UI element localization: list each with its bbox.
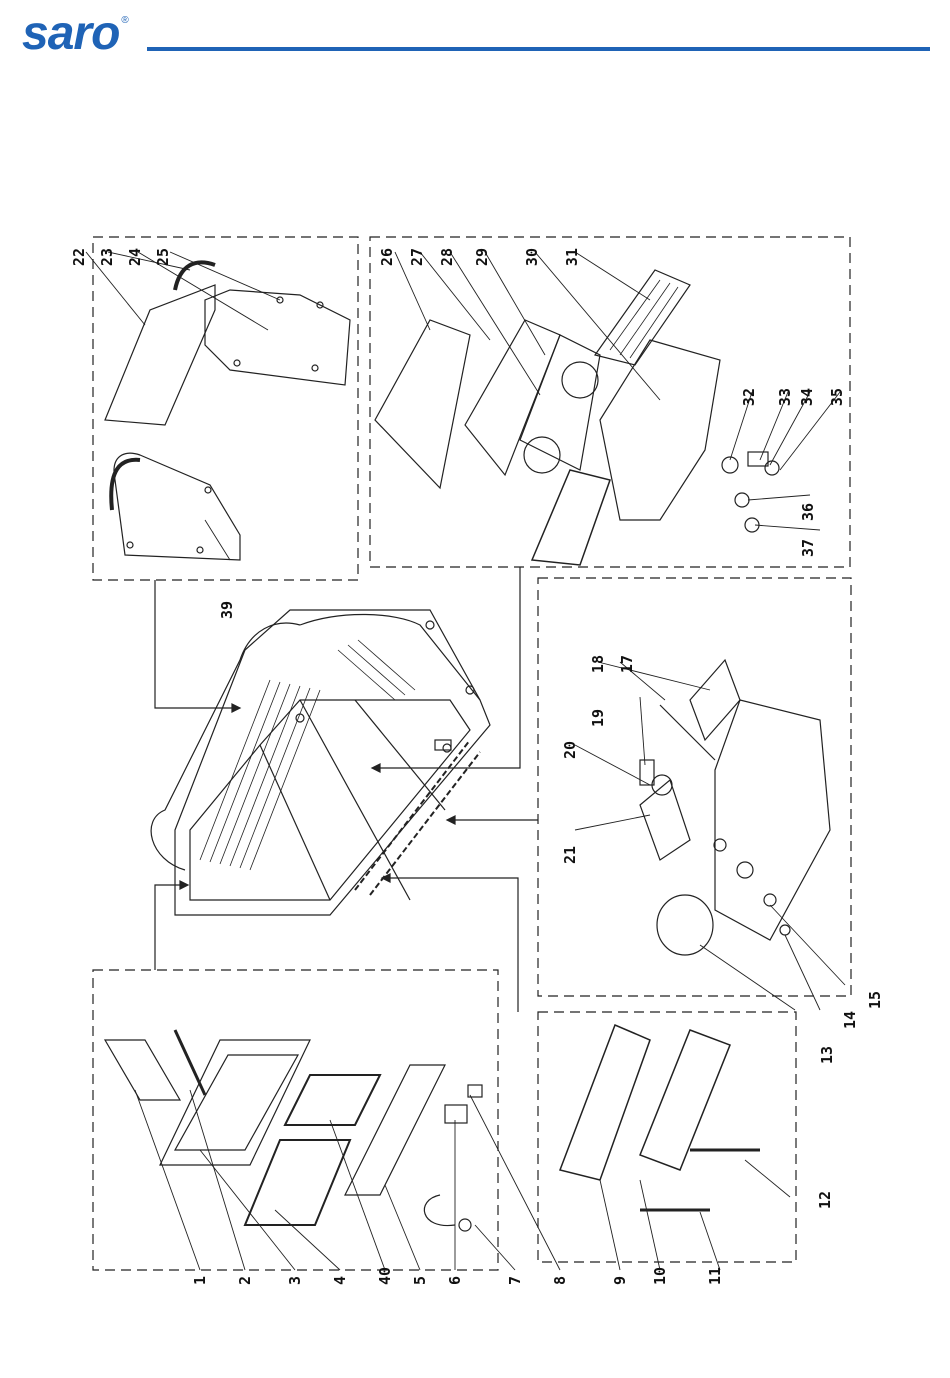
panel-part-28: [520, 335, 600, 470]
label-part-37: 37: [799, 539, 817, 557]
condenser-part-17: [690, 660, 740, 740]
switch-part-6: [445, 1105, 467, 1123]
label-part-31: 31: [563, 248, 581, 266]
label-part-13: 13: [818, 1046, 836, 1064]
side-panel-part-24: [205, 290, 350, 385]
label-part-30: 30: [523, 248, 541, 266]
label-part-33: 33: [776, 388, 794, 406]
label-part-19: 19: [589, 709, 607, 727]
rail-part-1: [105, 1040, 180, 1100]
power-cord-part-7: [424, 1195, 455, 1226]
bracket-part-33: [748, 452, 768, 466]
label-part-1: 1: [191, 1276, 209, 1285]
side-panel-assembly: [105, 262, 350, 560]
label-part-28: 28: [438, 248, 456, 266]
evaporator-part-29: [532, 470, 610, 565]
label-part-4: 4: [331, 1276, 349, 1285]
motor-part-36: [735, 493, 749, 507]
label-part-34: 34: [798, 388, 816, 406]
glass-door-part-40: [285, 1075, 380, 1125]
top-assembly: [375, 270, 779, 565]
cord-part-7: [459, 1219, 471, 1231]
label-part-21: 21: [561, 846, 579, 864]
tube-part-18: [660, 705, 715, 760]
label-part-2: 2: [236, 1276, 254, 1285]
label-part-36: 36: [799, 503, 817, 521]
top-panel-part-26: [375, 320, 470, 488]
base-plate-part-15: [715, 700, 830, 940]
label-part-23: 23: [98, 248, 116, 266]
compressor-part-13: [657, 895, 713, 955]
frame-part-27: [465, 320, 560, 475]
label-part-20: 20: [561, 741, 579, 759]
label-part-14: 14: [841, 1011, 859, 1029]
main-cabinet: [151, 610, 490, 915]
grille-part-31: [595, 270, 690, 365]
label-part-17: 17: [618, 655, 636, 673]
group-box-compressor: [538, 578, 851, 996]
top-cover-part-22: [105, 285, 215, 425]
label-part-29: 29: [473, 248, 491, 266]
label-part-27: 27: [408, 248, 426, 266]
glass-door-part-4: [245, 1140, 350, 1225]
shelf-part-9: [560, 1025, 650, 1180]
label-part-35: 35: [828, 388, 846, 406]
bracket-part-21: [640, 780, 690, 860]
foot-part-14: [780, 925, 790, 935]
label-part-26: 26: [378, 248, 396, 266]
label-part-12: 12: [816, 1191, 834, 1209]
shelf-assembly: [560, 1025, 760, 1210]
leader-lines: [86, 252, 845, 1270]
nut-part-35: [765, 461, 779, 475]
label-part-8: 8: [551, 1276, 569, 1285]
compressor-assembly: [640, 660, 830, 955]
door-frame-part-3: [160, 1040, 310, 1165]
tray-part-30: [600, 340, 720, 520]
label-part-10: 10: [651, 1267, 669, 1285]
group-box-side-panels: [93, 237, 358, 580]
group-boxes: [93, 237, 851, 1270]
label-part-6: 6: [446, 1276, 464, 1285]
label-part-32: 32: [740, 388, 758, 406]
gasket-part-2: [175, 1030, 205, 1095]
label-part-7: 7: [506, 1276, 524, 1285]
label-part-15: 15: [866, 991, 884, 1009]
connector-lines: [155, 567, 538, 1012]
label-part-24: 24: [126, 248, 144, 266]
group-box-shelves: [538, 1012, 796, 1262]
label-part-5: 5: [411, 1276, 429, 1285]
label-part-9: 9: [611, 1276, 629, 1285]
label-part-18: 18: [589, 655, 607, 673]
label-part-40: 40: [376, 1267, 394, 1285]
fan-part-20: [652, 775, 672, 795]
label-part-11: 11: [706, 1267, 724, 1285]
vent-grille-part-5: [345, 1065, 445, 1195]
front-assembly: [105, 1030, 482, 1231]
label-part-22: 22: [70, 248, 88, 266]
label-part-25: 25: [154, 248, 172, 266]
label-part-3: 3: [286, 1276, 304, 1285]
label-part-39: 39: [218, 601, 236, 619]
